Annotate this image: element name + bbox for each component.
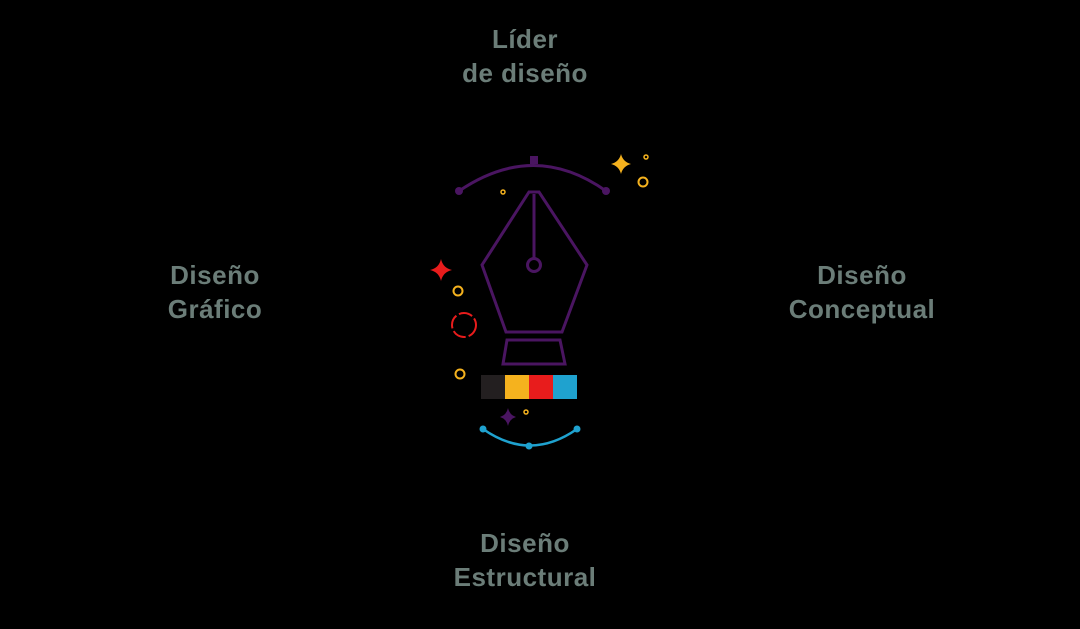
- label-top-line1: Líder: [491, 24, 559, 54]
- decorative-dots: [451, 154, 649, 415]
- label-diseno-estructural: Diseño Estructural: [410, 526, 640, 594]
- label-right-line1: Diseño: [817, 260, 907, 290]
- swatch-dark: [481, 375, 505, 399]
- label-bottom-line2: Estructural: [453, 562, 597, 592]
- label-diseno-grafico: Diseño Gráfico: [100, 258, 330, 326]
- label-left-line1: Diseño: [170, 260, 260, 290]
- swatch-red: [529, 375, 553, 399]
- label-bottom-line1: Diseño: [480, 528, 570, 558]
- swatch-blue: [553, 375, 577, 399]
- sparkle-red-icon: [430, 259, 452, 281]
- fountain-pen-nib-icon: [480, 190, 589, 366]
- top-arc: [455, 156, 610, 195]
- sparkle-purple-icon: [500, 408, 516, 426]
- label-top-line2: de diseño: [462, 58, 588, 88]
- swatch-yellow: [505, 375, 529, 399]
- label-right-line2: Conceptual: [788, 294, 936, 324]
- sparkle-yellow-icon: [611, 154, 631, 174]
- label-diseno-conceptual: Diseño Conceptual: [747, 258, 977, 326]
- label-lider-de-diseno: Líder de diseño: [410, 22, 640, 90]
- label-left-line2: Gráfico: [167, 294, 263, 324]
- color-palette: [481, 375, 577, 399]
- bottom-arc: [479, 425, 581, 450]
